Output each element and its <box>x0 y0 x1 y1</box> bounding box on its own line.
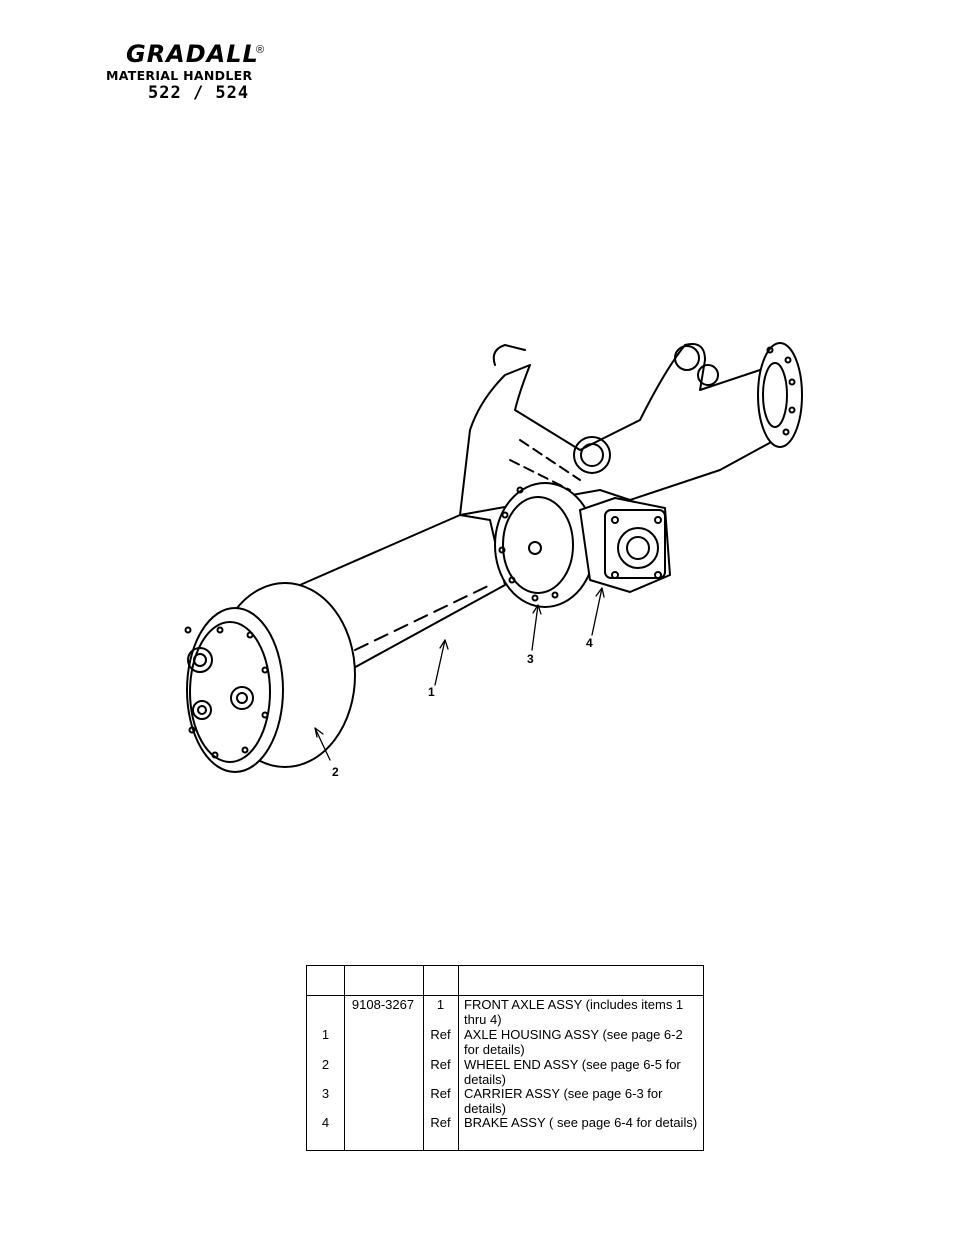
parts-table: 9108-3267 1 FRONT AXLE ASSY (includes it… <box>306 965 704 1151</box>
part-number: 9108-3267 <box>351 997 415 1012</box>
description: AXLE HOUSING ASSY (see page 6-2 for deta… <box>464 1027 683 1057</box>
description: CARRIER ASSY (see page 6-3 for details) <box>464 1086 663 1116</box>
column-divider <box>344 966 345 1150</box>
item-number: 3 <box>321 1086 330 1101</box>
front-axle-illustration: 1 2 3 4 <box>184 342 803 779</box>
callout-3: 3 <box>527 652 534 666</box>
table-header-divider <box>307 995 703 996</box>
callout-2: 2 <box>332 765 339 779</box>
description: BRAKE ASSY ( see page 6-4 for details) <box>464 1115 698 1130</box>
brand-name: GRADALL <box>126 40 259 68</box>
callout-1: 1 <box>428 685 435 699</box>
quantity: Ref <box>430 1027 451 1042</box>
quantity: Ref <box>430 1057 451 1072</box>
item-number: 4 <box>321 1115 330 1130</box>
quantity: Ref <box>430 1086 451 1101</box>
callout-4: 4 <box>586 636 593 650</box>
item-number: 1 <box>321 1027 330 1042</box>
gradall-logo: GRADALL ® MATERIAL HANDLER 522 / 524 <box>106 38 296 108</box>
column-divider <box>423 966 424 1150</box>
model-number: 522 / 524 <box>148 83 250 103</box>
column-divider <box>458 966 459 1150</box>
product-subtitle: MATERIAL HANDLER <box>106 68 253 83</box>
registered-mark: ® <box>256 44 265 56</box>
quantity: 1 <box>436 997 445 1012</box>
description: WHEEL END ASSY (see page 6-5 for details… <box>464 1057 681 1087</box>
item-number: 2 <box>321 1057 330 1072</box>
quantity: Ref <box>430 1115 451 1130</box>
description: FRONT AXLE ASSY (includes items 1 thru 4… <box>464 997 684 1027</box>
